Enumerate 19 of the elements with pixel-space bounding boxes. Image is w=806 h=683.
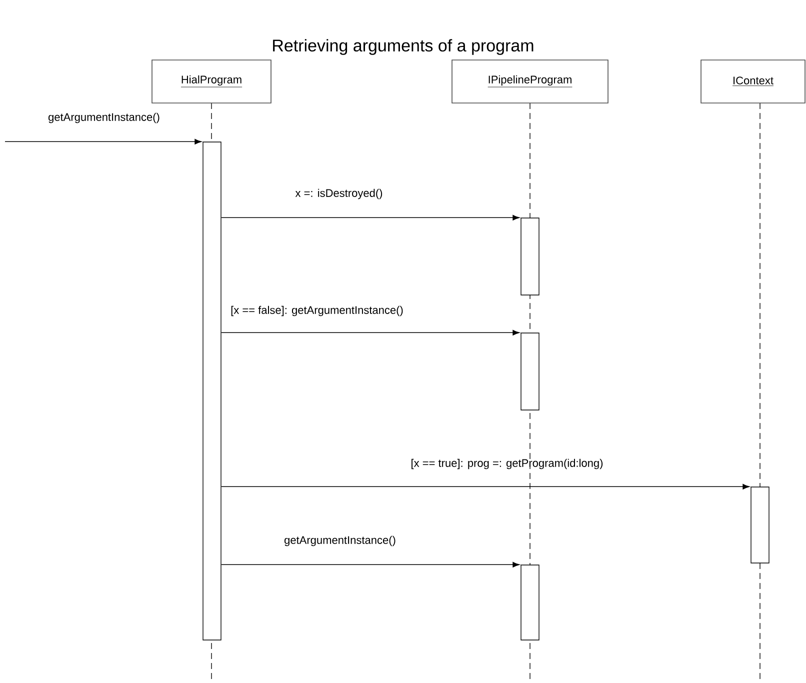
arrow — [221, 214, 520, 220]
activation-bar — [520, 218, 540, 296]
edge-label: [x == false]: getArgumentInstance() — [231, 306, 403, 316]
activation-bar — [202, 142, 222, 640]
object-box: HialProgram — [152, 60, 272, 104]
activation-bar — [750, 486, 770, 564]
edge-label: getArgumentInstance() — [48, 112, 160, 124]
edge-label: x =: isDestroyed() — [295, 188, 382, 200]
edge-label: [x == true]: prog =: getProgram(id:long) — [412, 458, 603, 470]
activation-bar — [520, 332, 540, 410]
title: Retrieving arguments of a program — [273, 39, 534, 55]
activation-bar — [520, 564, 540, 640]
object-box: IContext — [700, 60, 806, 104]
arrow — [4, 138, 202, 144]
arrow — [221, 330, 520, 336]
arrow — [221, 484, 750, 490]
edge-label: getArgumentInstance() — [284, 536, 396, 546]
arrow — [221, 562, 520, 568]
object-box: IPipelineProgram — [452, 60, 608, 104]
